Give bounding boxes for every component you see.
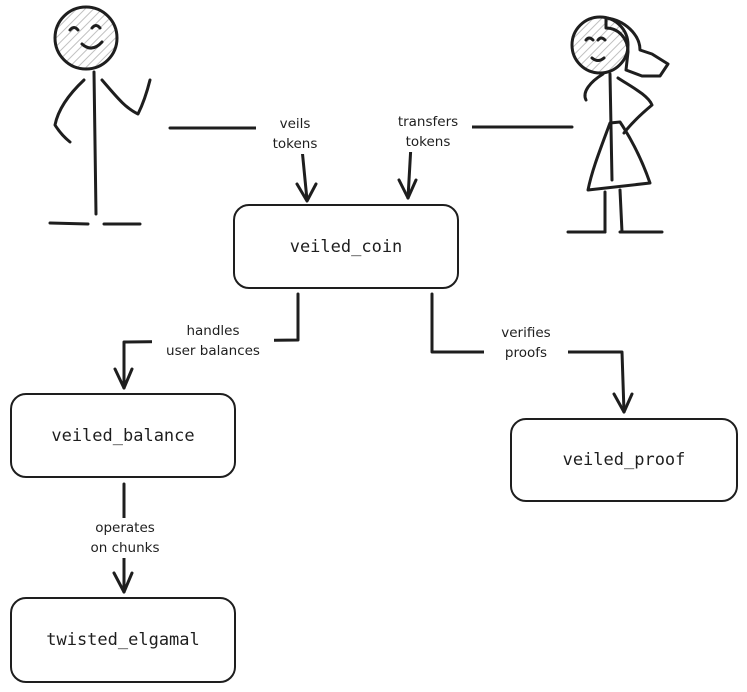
edge-label-operates: operates on chunks — [80, 518, 170, 558]
stick-figure-woman-icon — [566, 15, 670, 234]
node-twisted-elgamal[interactable]: twisted_elgamal — [10, 597, 236, 683]
node-twisted-elgamal-label: twisted_elgamal — [46, 630, 200, 650]
node-veiled-balance[interactable]: veiled_balance — [10, 393, 236, 478]
edge-label-handles-line2: user balances — [166, 343, 260, 359]
edge-label-operates-line1: operates — [95, 520, 155, 536]
edge-label-transfers-line1: transfers — [397, 114, 459, 130]
edge-label-veils-line2: tokens — [272, 136, 318, 152]
edge-label-verifies-line1: verifies — [501, 325, 551, 341]
edge-label-transfers-line2: tokens — [405, 134, 451, 150]
node-veiled-proof-label: veiled_proof — [562, 450, 686, 470]
node-veiled-balance-label: veiled_balance — [51, 425, 195, 446]
edge-label-verifies: verifies proofs — [484, 323, 568, 363]
edge-label-operates-line2: on chunks — [90, 540, 160, 556]
edge-label-handles-line1: handles — [186, 323, 240, 339]
node-veiled-coin-label: veiled_coin — [289, 236, 403, 257]
node-veiled-coin[interactable]: veiled_coin — [233, 204, 459, 289]
stick-figure-man-icon — [48, 5, 152, 226]
edge-label-verifies-line2: proofs — [504, 345, 548, 361]
edge-label-handles: handles user balances — [152, 321, 274, 361]
node-veiled-proof[interactable]: veiled_proof — [510, 418, 738, 502]
edge-label-veils-line1: veils — [279, 116, 311, 132]
edge-label-veils: veils tokens — [256, 114, 334, 154]
edge-label-transfers: transfers tokens — [384, 112, 472, 152]
